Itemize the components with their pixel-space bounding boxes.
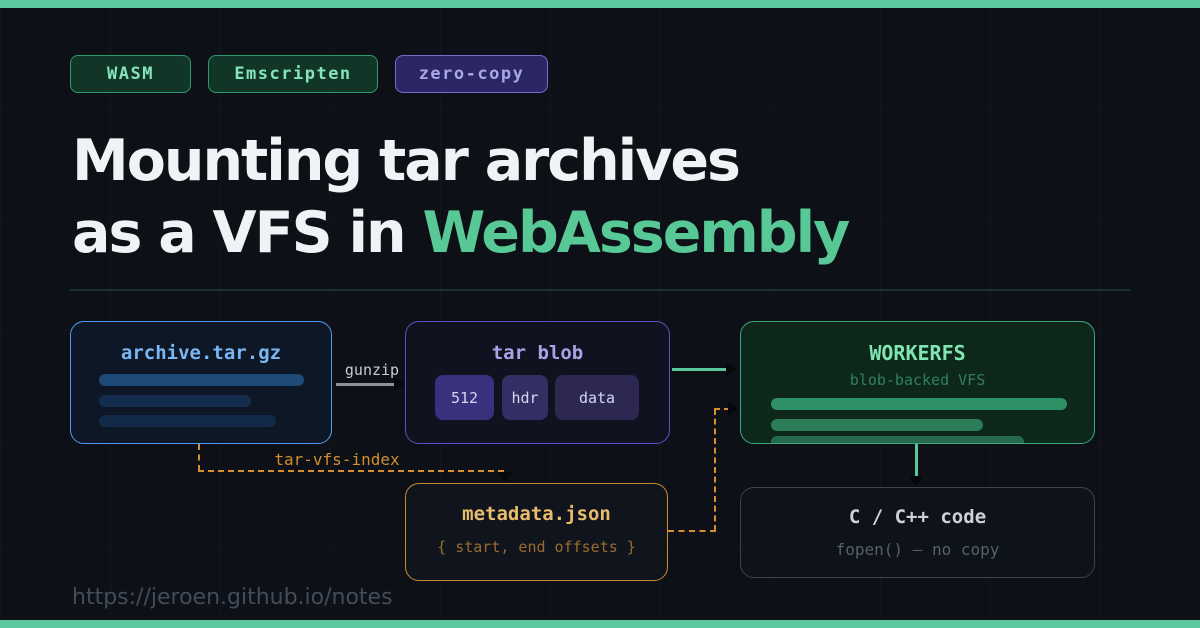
page-title-line2: as a VFS in WebAssembly (72, 200, 850, 266)
archive-box: archive.tar.gz (70, 321, 332, 444)
blob-to-workerfs-arrow-line (672, 368, 728, 371)
badge-wasm-label: WASM (107, 64, 154, 84)
top-accent-bar (0, 0, 1200, 8)
archive-box-title: archive.tar.gz (120, 342, 282, 364)
metadata-dashed-line-stub (714, 408, 730, 410)
bottom-accent-bar (0, 620, 1200, 628)
workerfs-data-bar-2 (771, 419, 983, 431)
metadata-dashed-line-horizontal (668, 530, 716, 532)
page-title-line2-prefix: as a VFS in (72, 200, 423, 266)
workerfs-box-subtitle: blob-backed VFS (849, 371, 986, 389)
index-arrowhead-icon (498, 472, 512, 482)
gunzip-arrow-label: gunzip (344, 361, 400, 379)
chip-hdr: hdr (502, 375, 548, 420)
badge-wasm: WASM (70, 55, 191, 93)
chip-data: data (555, 375, 639, 420)
index-dashed-line-vertical (198, 444, 200, 471)
archive-data-bar-1 (99, 374, 304, 386)
gunzip-arrow-line (336, 383, 396, 386)
code-box-subtitle: fopen() — no copy (835, 540, 1000, 559)
gunzip-arrowhead-icon (394, 377, 404, 391)
badge-zero-copy: zero-copy (395, 55, 548, 93)
page-title-line1: Mounting tar archives (72, 128, 741, 194)
archive-data-bar-3 (99, 415, 276, 427)
code-box: C / C++ code fopen() — no copy (740, 487, 1095, 578)
code-box-title: C / C++ code (848, 506, 987, 528)
chip-512: 512 (435, 375, 494, 420)
workerfs-to-code-arrow-line (915, 444, 918, 478)
metadata-dashed-line-vertical (714, 409, 716, 531)
workerfs-data-bar-3 (771, 436, 1024, 443)
tar-blob-box-title: tar blob (491, 342, 584, 364)
metadata-box-title: metadata.json (462, 503, 611, 525)
title-divider (70, 289, 1130, 291)
metadata-box: metadata.json { start, end offsets } (405, 483, 668, 581)
blob-to-workerfs-arrowhead-icon (726, 362, 736, 376)
badge-emscripten-label: Emscripten (234, 64, 352, 84)
workerfs-box: WORKERFS blob-backed VFS (740, 321, 1095, 444)
badge-zero-copy-label: zero-copy (418, 64, 525, 84)
metadata-arrowhead-icon (728, 402, 738, 416)
tar-blob-box: tar blob 512 hdr data (405, 321, 670, 444)
workerfs-data-bar-1 (771, 398, 1067, 410)
index-label: tar-vfs-index (274, 450, 400, 469)
archive-data-bar-2 (99, 395, 251, 407)
footer-url: https://jeroen.github.io/notes (72, 585, 393, 610)
workerfs-box-title: WORKERFS (869, 341, 966, 365)
page-title-highlight: WebAssembly (422, 200, 850, 266)
metadata-box-subtitle: { start, end offsets } (437, 538, 636, 556)
index-dashed-line-horizontal (198, 470, 504, 472)
workerfs-to-code-arrowhead-icon (909, 476, 923, 486)
badge-emscripten: Emscripten (208, 55, 378, 93)
